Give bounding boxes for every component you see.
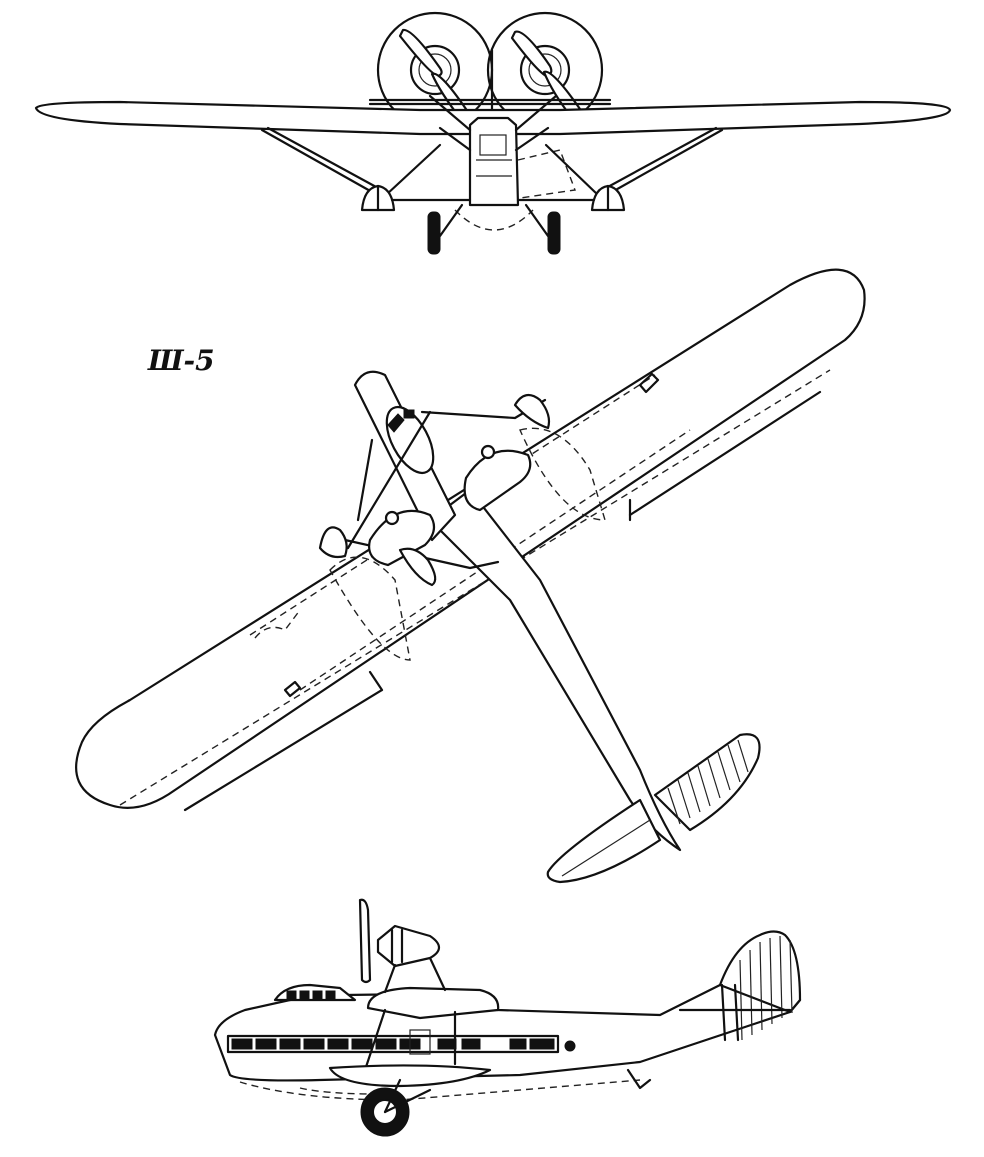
aircraft-model-label: Ш-5	[148, 344, 215, 377]
top-hull	[428, 488, 682, 852]
top-prop-blade-3	[398, 547, 437, 587]
side-float	[328, 1064, 492, 1088]
front-view	[34, 11, 952, 255]
right-wheel	[547, 211, 561, 255]
side-hull	[213, 943, 802, 1082]
side-wing	[366, 986, 500, 1020]
front-fuselage	[468, 116, 520, 207]
side-engine	[376, 924, 441, 968]
left-tailplane	[546, 798, 662, 884]
top-view	[75, 268, 866, 884]
top-prop-blade-1	[513, 393, 551, 430]
side-propeller	[358, 898, 372, 984]
right-tailplane	[653, 733, 761, 832]
left-prop-blade-upper	[398, 28, 443, 78]
left-wheel	[427, 211, 441, 255]
side-view	[213, 898, 802, 1137]
top-prop-blade-2	[318, 526, 348, 559]
